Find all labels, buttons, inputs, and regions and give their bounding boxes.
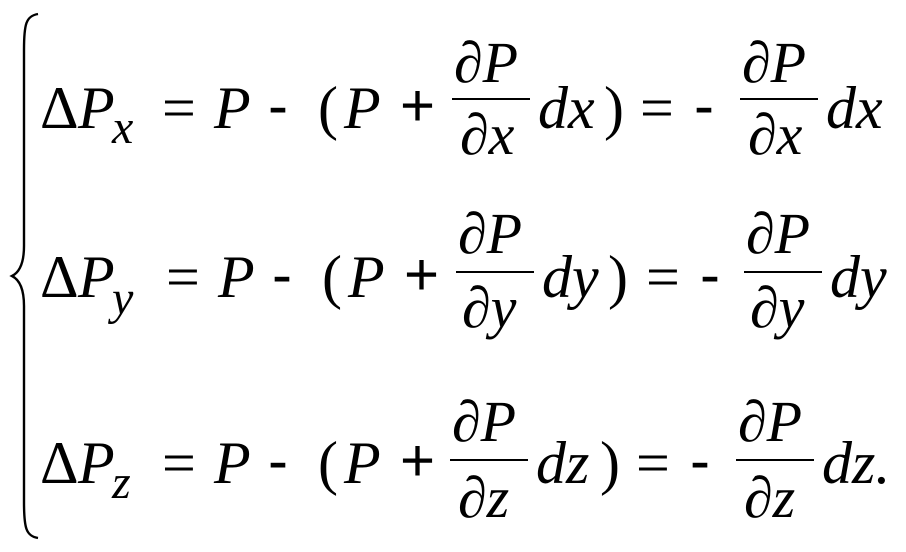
fraction-bar-1	[450, 459, 528, 461]
minus-1: -	[268, 427, 288, 494]
p-term-2: P	[348, 244, 385, 310]
left-brace	[9, 12, 39, 540]
minus-1: -	[268, 72, 288, 139]
equals-1: =	[162, 430, 196, 496]
partial-p-numerator-2: ∂P	[746, 201, 811, 266]
fraction-bar-2	[736, 459, 814, 461]
p-term-2: P	[344, 75, 381, 141]
right-paren: )	[600, 430, 620, 496]
partial-p-numerator-1: ∂P	[454, 30, 519, 95]
partial-p-numerator-1: ∂P	[458, 201, 523, 266]
plus-sign: +	[400, 72, 436, 139]
subscript-z: z	[112, 456, 131, 509]
p-term-2: P	[344, 430, 381, 496]
partial-x-denominator-2: ∂x	[748, 102, 803, 167]
differential-dz-2: dz.	[822, 430, 891, 496]
lhs-p: P	[78, 75, 115, 141]
left-paren: (	[322, 244, 342, 310]
equation-row-y: Δ P y = P - ( P + ∂P ∂y dy ) = - ∂P ∂y d…	[0, 205, 906, 345]
partial-y-denominator-1: ∂y	[462, 275, 517, 340]
delta-symbol: Δ	[40, 430, 79, 496]
right-paren: )	[608, 244, 628, 310]
partial-p-numerator-2: ∂P	[742, 30, 807, 95]
p-term-1: P	[214, 430, 251, 496]
equals-2: =	[640, 75, 674, 141]
equals-1: =	[162, 75, 196, 141]
p-term-1: P	[214, 75, 251, 141]
partial-z-denominator-2: ∂z	[744, 465, 796, 530]
plus-sign: +	[404, 241, 440, 308]
fraction-bar-2	[740, 98, 818, 100]
differential-dz-1: dz	[536, 430, 590, 496]
differential-dx-1: dx	[538, 75, 595, 141]
plus-sign: +	[400, 427, 436, 494]
differential-dx-2: dx	[826, 75, 883, 141]
equals-2: =	[636, 430, 670, 496]
differential-dy-1: dy	[542, 244, 599, 310]
partial-p-numerator-2: ∂P	[738, 389, 803, 454]
equation-row-x: Δ P x = P - ( P + ∂P ∂x dx ) = - ∂P ∂x d…	[0, 28, 906, 168]
delta-symbol: Δ	[40, 75, 79, 141]
right-paren: )	[604, 75, 624, 141]
minus-2: -	[694, 72, 714, 139]
lhs-p: P	[78, 244, 115, 310]
left-paren: (	[318, 75, 338, 141]
differential-dy-2: dy	[830, 244, 887, 310]
fraction-bar-1	[456, 271, 534, 273]
p-term-1: P	[218, 244, 255, 310]
fraction-bar-1	[452, 98, 530, 100]
delta-symbol: Δ	[40, 244, 79, 310]
lhs-p: P	[78, 430, 115, 496]
partial-z-denominator-1: ∂z	[458, 465, 510, 530]
minus-2: -	[700, 241, 720, 308]
subscript-y: y	[112, 272, 134, 325]
equation-row-z: Δ P z = P - ( P + ∂P ∂z dz ) = - ∂P ∂z d…	[0, 393, 906, 533]
minus-1: -	[272, 241, 292, 308]
partial-x-denominator-1: ∂x	[460, 102, 515, 167]
subscript-x: x	[112, 101, 134, 154]
fraction-bar-2	[744, 271, 822, 273]
partial-y-denominator-2: ∂y	[750, 275, 805, 340]
left-paren: (	[318, 430, 338, 496]
minus-2: -	[690, 427, 710, 494]
partial-p-numerator-1: ∂P	[452, 389, 517, 454]
equals-2: =	[646, 244, 680, 310]
equals-1: =	[166, 244, 200, 310]
